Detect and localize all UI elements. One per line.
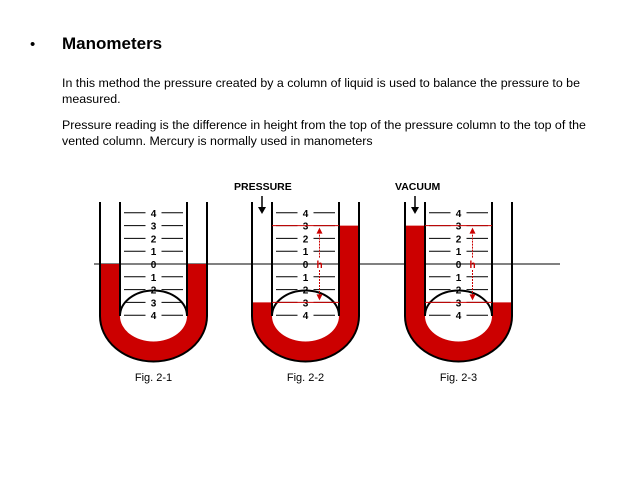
- h-arrowhead-bottom: [469, 294, 476, 301]
- pressure-arrow-head: [411, 207, 419, 214]
- h-arrowhead-bottom: [316, 294, 323, 301]
- mercury-fill: [252, 225, 359, 362]
- scale-label: 3: [151, 222, 157, 233]
- tube-outer-wall: [99, 202, 208, 363]
- bullet-icon: •: [30, 36, 36, 53]
- scale-label: 3: [303, 222, 309, 233]
- paragraph-pressure-reading: Pressure reading is the difference in he…: [62, 118, 586, 148]
- scale-label: 0: [303, 260, 309, 271]
- scale-label: 3: [303, 298, 309, 309]
- tube-outer-wall: [251, 202, 360, 363]
- scale-label: 4: [456, 209, 462, 220]
- h-label: h: [316, 260, 322, 271]
- scale-label: 1: [456, 247, 462, 258]
- h-label: h: [469, 260, 475, 271]
- slide-heading: Manometers: [62, 34, 163, 53]
- scale-label: 2: [456, 286, 462, 297]
- scale-label: 2: [151, 234, 157, 245]
- figure-caption: Fig. 2-1: [135, 372, 172, 384]
- scale-label: 3: [456, 298, 462, 309]
- scale-label: 1: [303, 273, 309, 284]
- scale-label: 2: [303, 286, 309, 297]
- scale-label: 1: [456, 273, 462, 284]
- figure-caption: Fig. 2-3: [440, 372, 477, 384]
- mercury-fill: [100, 264, 207, 362]
- scale-label: 4: [303, 209, 309, 220]
- scale-label: 3: [456, 222, 462, 233]
- paragraph-balance-method: In this method the pressure created by a…: [62, 76, 580, 106]
- tube-inner-wall: [271, 202, 340, 317]
- top-label: VACUUM: [395, 181, 441, 193]
- scale-label: 2: [151, 286, 157, 297]
- h-arrowhead-top: [469, 227, 476, 234]
- heading-row: • Manometers: [30, 34, 162, 54]
- tube-inner-wall: [119, 202, 188, 317]
- scale-label: 4: [303, 311, 309, 322]
- scale-label: 1: [151, 273, 157, 284]
- pressure-arrow-head: [258, 207, 266, 214]
- scale-label: 2: [456, 234, 462, 245]
- h-arrowhead-top: [316, 227, 323, 234]
- scale-label: 1: [151, 247, 157, 258]
- tube-inner-wall: [424, 202, 493, 317]
- scale-label: 3: [151, 298, 157, 309]
- scale-label: 2: [303, 234, 309, 245]
- scale-label: 1: [303, 247, 309, 258]
- scale-label: 4: [456, 311, 462, 322]
- scale-label: 0: [151, 260, 157, 271]
- scale-label: 4: [151, 311, 157, 322]
- figure-caption: Fig. 2-2: [287, 372, 324, 384]
- tube-outer-wall: [404, 202, 513, 363]
- mercury-fill: [405, 225, 512, 362]
- top-label: PRESSURE: [234, 181, 292, 193]
- scale-label: 0: [456, 260, 462, 271]
- scale-label: 4: [151, 209, 157, 220]
